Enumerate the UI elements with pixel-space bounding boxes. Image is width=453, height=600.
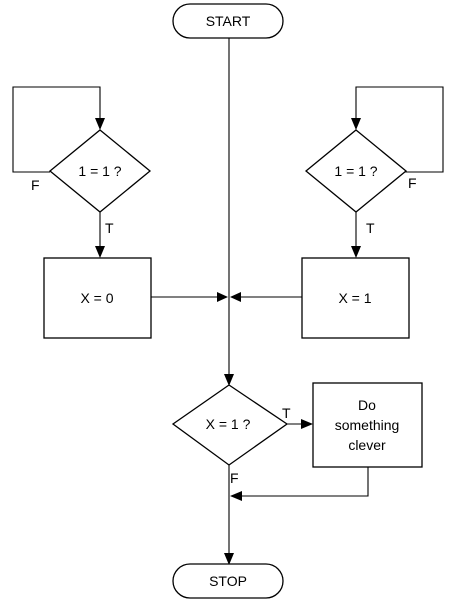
arrowhead-into-bottom-decision [224,374,234,386]
bottom-false-label: F [230,470,239,486]
arrowhead-left-loop [95,118,105,130]
start-label: START [206,13,251,29]
stop-terminal [172,563,284,599]
bottom-decision-diamond [171,384,289,466]
clever-process-line-3: clever [348,437,386,453]
arrowhead-into-stop [224,553,234,565]
left-false-loop [12,86,101,173]
right-true-label: T [366,220,375,236]
right-decision-diamond [304,129,408,213]
bottom-true-label: T [282,405,291,421]
left-true-label: T [105,220,114,236]
clever-process-line-2: something [335,417,400,433]
left-decision-label: 1 = 1 ? [78,163,121,179]
arrowhead-right-loop [351,118,361,130]
arrowhead-bottom-true [301,419,313,429]
right-false-label: F [408,175,417,191]
bottom-decision-label: X = 1 ? [206,416,251,432]
stop-label: STOP [209,573,247,589]
right-process-label: X = 1 [338,290,371,306]
clever-process-line-1: Do [358,397,376,413]
arrowhead-right-true [351,246,361,258]
right-decision-label: 1 = 1 ? [334,163,377,179]
left-false-label: F [31,177,40,193]
right-false-loop [355,86,444,173]
arrowhead-clever-return [230,491,242,501]
clever-process-box [312,382,423,468]
left-process-box [43,257,152,339]
arrowhead-right-merge [230,292,241,302]
right-process-box [301,257,410,339]
left-process-label: X = 0 [80,290,113,306]
start-terminal [172,3,284,39]
left-decision-diamond [48,129,152,213]
clever-return-line [236,467,369,497]
arrowhead-left-merge [217,292,228,302]
arrowhead-left-true [95,246,105,258]
